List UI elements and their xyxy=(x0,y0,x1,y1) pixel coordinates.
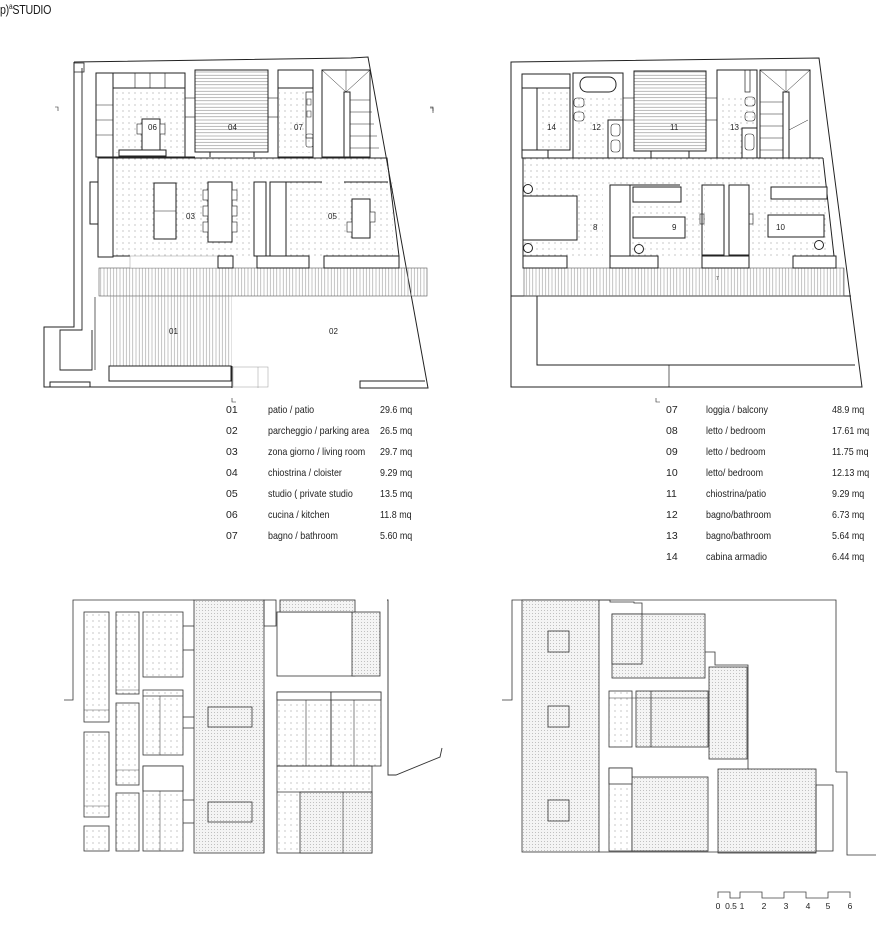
room-tag-02: 02 xyxy=(329,327,338,336)
room-tag-7: 7 xyxy=(716,276,719,282)
room-tag-06: 06 xyxy=(148,123,157,132)
ground-floor-room-tags: 06 04 07 03 05 01 02 xyxy=(148,123,338,336)
first-floor-plan xyxy=(430,57,863,403)
room-tag-04: 04 xyxy=(228,123,237,132)
section-right xyxy=(502,599,876,856)
scale-bar xyxy=(717,891,851,899)
room-tag-10: 10 xyxy=(776,223,785,232)
scale-tick: 3 xyxy=(783,901,789,911)
room-tag-05: 05 xyxy=(328,212,337,221)
room-tag-12: 12 xyxy=(592,123,601,132)
studio-logo: p)aSTUDIO xyxy=(0,2,52,17)
ground-floor-plan xyxy=(43,56,434,403)
scale-tick: 5 xyxy=(825,901,831,911)
room-tag-03: 03 xyxy=(186,212,195,221)
scale-tick: 4 xyxy=(805,901,811,911)
room-tag-8: 8 xyxy=(593,223,598,232)
room-tag-14: 14 xyxy=(547,123,556,132)
room-tag-13: 13 xyxy=(730,123,739,132)
room-tag-11: 11 xyxy=(670,123,679,132)
first-floor-room-tags: 14 12 11 13 8 9 10 7 xyxy=(547,123,785,282)
scale-tick: 0 xyxy=(715,901,721,911)
room-tag-01: 01 xyxy=(169,327,178,336)
room-tag-07: 07 xyxy=(294,123,303,132)
scale-tick: 2 xyxy=(761,901,767,911)
scale-tick: 0.5 xyxy=(725,901,737,911)
scale-tick: 1 xyxy=(739,901,745,911)
room-tag-9: 9 xyxy=(672,223,677,232)
section-left xyxy=(64,599,443,854)
scale-tick: 6 xyxy=(847,901,853,911)
